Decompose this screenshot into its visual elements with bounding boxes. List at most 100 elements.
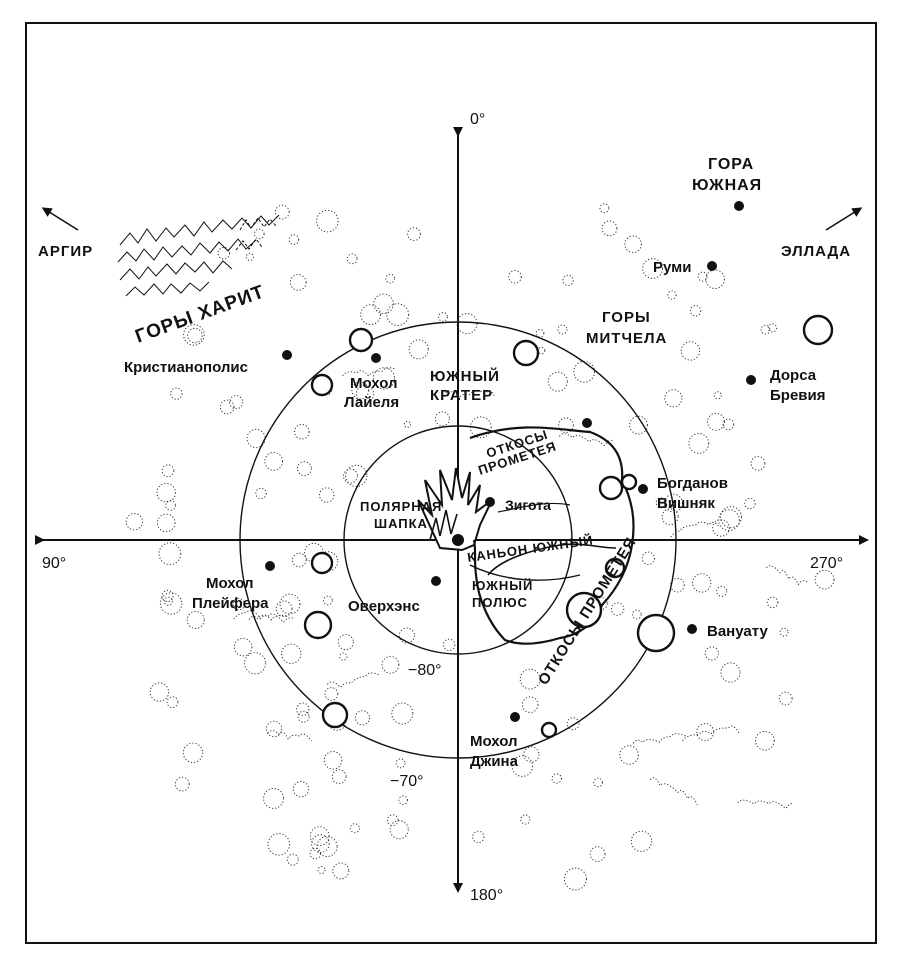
dotted-crater [263, 787, 285, 809]
south-pole-dot-icon [452, 534, 464, 546]
zigota-dot-icon [485, 497, 495, 507]
crater [310, 551, 334, 575]
crater [303, 610, 333, 640]
location-markers [265, 201, 756, 722]
ellada-label: ЭЛЛАДА [781, 243, 851, 260]
dotted-crater [355, 384, 375, 404]
dotted-crater [573, 360, 596, 383]
dotted-crater [661, 508, 679, 526]
dotted-crater [601, 220, 618, 237]
dotted-crater [716, 585, 728, 597]
dotted-crater [722, 418, 735, 431]
dotted-crater [165, 500, 177, 511]
dotted-crater [407, 227, 421, 242]
polar-cap-outline [417, 467, 493, 552]
crater-field [125, 203, 835, 891]
dotted-crater [434, 411, 450, 427]
dotted-crater [398, 795, 409, 806]
dotted-crater [267, 833, 291, 856]
ellada-arrow-icon [825, 207, 863, 231]
crater [802, 314, 834, 346]
argir-label: АРГИР [38, 243, 93, 260]
prometheus-escarpment-outline [469, 426, 635, 645]
otkosy-prometeya-label-3: ОТКОСЫ ПРОМЕТЕЯ [535, 534, 640, 688]
dorsa-breviya-label-1: Дорса [770, 367, 817, 384]
dotted-crater [339, 652, 348, 661]
basin-ridge-line [497, 502, 571, 513]
dotted-crater [631, 609, 642, 620]
dotted-ridge [682, 725, 741, 742]
dotted-ridge [248, 613, 296, 624]
dotted-crater [398, 627, 415, 644]
dotted-crater [519, 668, 541, 690]
dotted-crater [346, 253, 358, 265]
dotted-crater [309, 826, 330, 846]
rumi-dot-icon [707, 261, 717, 271]
dotted-crater [642, 258, 663, 279]
dotted-crater [766, 596, 779, 609]
escarpment-dot-icon [582, 418, 592, 428]
mokhol-pleyfera-dot-icon [265, 561, 275, 571]
gory-kharit-mountains [117, 214, 280, 297]
dotted-ridge [326, 672, 380, 689]
dotted-crater [408, 339, 429, 360]
crater [540, 721, 558, 739]
crater [598, 475, 624, 501]
dotted-crater [697, 271, 708, 282]
bogdanov-dot-icon [638, 484, 648, 494]
dotted-crater [755, 730, 775, 751]
dotted-crater [558, 417, 574, 434]
dotted-crater [720, 662, 741, 683]
dotted-crater [779, 627, 789, 637]
dotted-crater [158, 542, 182, 566]
dotted-crater [187, 327, 203, 344]
axis-label-0: 0° [470, 111, 485, 128]
dotted-crater [309, 847, 322, 860]
dotted-crater [170, 387, 183, 400]
dotted-crater [689, 305, 702, 317]
dotted-crater [232, 598, 246, 611]
argir-arrow-icon [41, 207, 79, 231]
dotted-ridge [649, 777, 698, 805]
rumi-label: Руми [653, 259, 691, 276]
dotted-crater [692, 573, 712, 593]
dotted-crater [296, 461, 312, 477]
dotted-crater [680, 341, 701, 361]
dotted-crater [593, 777, 603, 788]
dotted-ridge [737, 799, 794, 810]
dotted-ridge [766, 565, 808, 586]
dotted-crater [720, 506, 742, 529]
dotted-crater [664, 389, 683, 408]
dotted-crater [670, 577, 685, 593]
dotted-crater [281, 643, 302, 664]
yuzhny-polyus-label-1: ЮЖНЫЙ [472, 578, 533, 593]
dotted-crater [275, 600, 293, 618]
dotted-crater [292, 781, 310, 798]
dotted-crater [332, 862, 350, 880]
dotted-crater [760, 324, 771, 335]
dotted-crater [712, 519, 730, 537]
dotted-crater [219, 399, 235, 415]
mokhol-pleyfera-label-2: Плейфера [192, 595, 269, 612]
dotted-crater [323, 595, 333, 606]
dotted-crater [381, 655, 400, 674]
canyon-line [487, 543, 617, 576]
dotted-crater [174, 776, 190, 792]
crater [636, 613, 676, 653]
dotted-crater [535, 329, 545, 338]
dotted-crater [563, 867, 587, 891]
dotted-crater [557, 324, 568, 335]
dotted-crater [667, 290, 677, 300]
mokhol-dzhina-dot-icon [510, 712, 520, 722]
dotted-crater [523, 746, 540, 763]
dotted-crater [244, 652, 267, 675]
dotted-crater [511, 755, 534, 777]
kristianopolis-dot-icon [282, 350, 292, 360]
vanuatu-label: Вануату [707, 623, 768, 640]
dotted-ridge [233, 610, 289, 621]
polyarnaya-shapka-label-1: ПОЛЯРНАЯ [360, 499, 442, 514]
dotted-crater [183, 324, 205, 346]
axis-label-90: 90° [42, 555, 66, 572]
mokhol-dzhina-label-1: Мохол [470, 733, 518, 750]
polyarnaya-shapka-label-2: ШАПКА [374, 516, 428, 531]
